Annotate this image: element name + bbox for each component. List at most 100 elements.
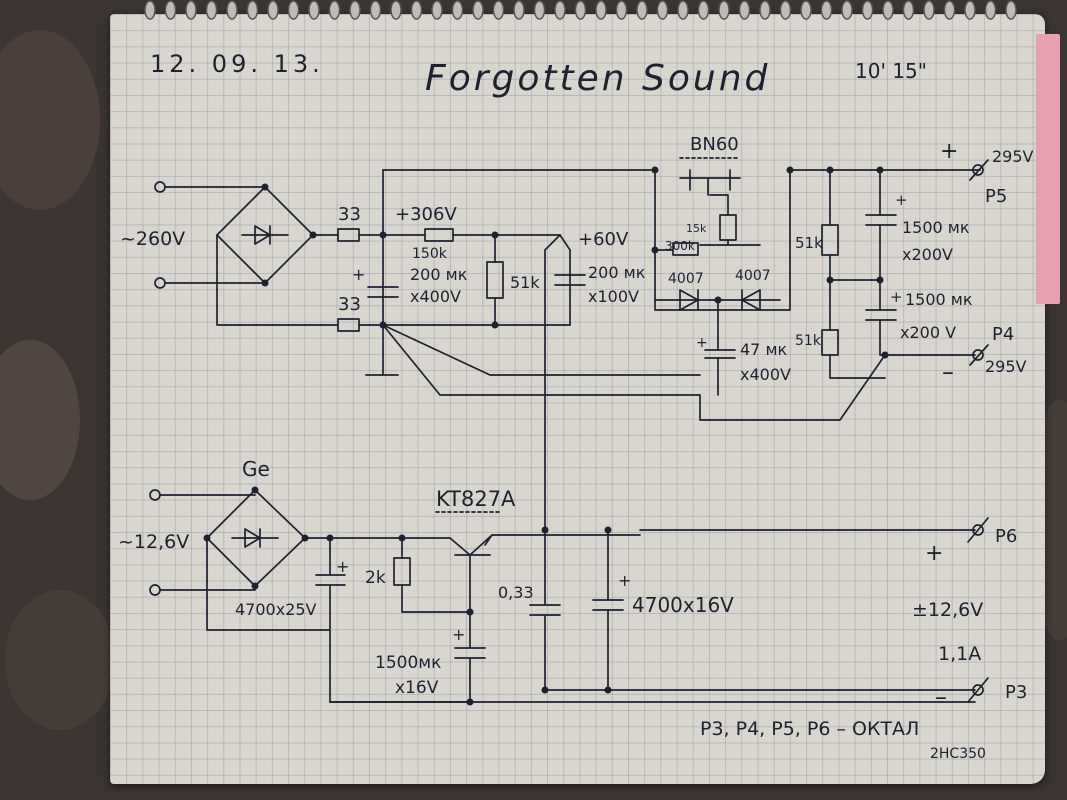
cap-47-voltage: x400V bbox=[740, 365, 791, 384]
cap-033-label: 0,33 bbox=[498, 583, 534, 602]
binding-ring bbox=[164, 0, 177, 20]
binding-ring bbox=[882, 0, 894, 20]
cap-1500-a-voltage: x200V bbox=[902, 245, 953, 264]
binding-ring bbox=[615, 0, 628, 20]
transistor-bn60-label: BN60 bbox=[690, 134, 739, 155]
binding-ring bbox=[287, 0, 300, 20]
lv-dots bbox=[203, 486, 612, 706]
binding-ring bbox=[964, 0, 976, 20]
binding-ring bbox=[431, 0, 443, 20]
binding-ring bbox=[1005, 0, 1017, 20]
resistor-51k-c-label: 51k bbox=[795, 333, 822, 349]
binding-ring bbox=[226, 0, 238, 20]
binding-ring bbox=[779, 0, 792, 20]
binding-ring bbox=[820, 0, 833, 20]
binding-ring bbox=[533, 0, 546, 20]
p6-plus-sign: + bbox=[925, 541, 943, 566]
binding-ring bbox=[595, 0, 607, 20]
p3-minus-sign: – bbox=[935, 683, 947, 711]
resistor-150k-label: 150k bbox=[412, 246, 448, 262]
lv-input-label: ~12,6V bbox=[118, 531, 189, 553]
plus-sign-cap-4700-16: + bbox=[618, 571, 631, 590]
diode-a-label: 4007 bbox=[668, 271, 704, 287]
plus-sign-cap-1500: + bbox=[452, 625, 465, 644]
resistor-33-bottom bbox=[337, 318, 360, 332]
binding-ring bbox=[328, 0, 341, 20]
binding-ring bbox=[738, 0, 751, 20]
plus-sign-cap-200-400: + bbox=[352, 265, 365, 284]
transistor-kt827a-label: KT827A bbox=[436, 487, 516, 511]
diode-b-label: 4007 bbox=[735, 268, 771, 284]
plus-sign-cap-1500-a: + bbox=[895, 191, 908, 209]
binding-ring bbox=[759, 0, 771, 20]
binding-ring bbox=[246, 0, 259, 20]
plus-sign-cap-4700-25: + bbox=[336, 557, 349, 576]
resistor-150k bbox=[424, 228, 454, 242]
binding-ring bbox=[574, 0, 587, 20]
binding-ring bbox=[492, 0, 505, 20]
binding-ring bbox=[144, 0, 156, 20]
title-text: Forgotten Sound bbox=[425, 58, 770, 99]
binding-ring bbox=[677, 0, 689, 20]
binding-ring bbox=[451, 0, 464, 20]
resistor-300k-label: 300k bbox=[665, 239, 695, 253]
binding-ring bbox=[800, 0, 812, 20]
cap-1500-voltage: x16V bbox=[395, 678, 439, 698]
cap-200-100-voltage: x100V bbox=[588, 287, 639, 306]
time-text: 10' 15" bbox=[855, 59, 927, 83]
hv-dots bbox=[261, 166, 889, 359]
bridge-ge-label: Ge bbox=[242, 457, 270, 481]
binding-ring bbox=[513, 0, 525, 20]
notebook-page bbox=[110, 14, 1045, 784]
binding-ring bbox=[861, 0, 874, 20]
binding-ring bbox=[390, 0, 402, 20]
resistor-15k-label: 15k bbox=[686, 222, 707, 235]
cap-200-100-value: 200 мк bbox=[588, 263, 646, 282]
hv-input-label: ~260V bbox=[120, 228, 185, 250]
binding-ring bbox=[554, 0, 566, 20]
lv-wires bbox=[149, 489, 989, 703]
cap-4700-16-label: 4700x16V bbox=[632, 593, 734, 617]
resistor-51k-a bbox=[486, 261, 504, 299]
resistor-33-bottom-label: 33 bbox=[338, 294, 361, 315]
binding-ring bbox=[349, 0, 361, 20]
plus-sign-cap-47: + bbox=[696, 335, 708, 351]
binding-ring bbox=[841, 0, 853, 20]
binding-ring bbox=[656, 0, 669, 20]
binding-ring bbox=[369, 0, 382, 20]
p5-voltage-label: 295V bbox=[992, 147, 1034, 166]
binding-ring bbox=[308, 0, 320, 20]
footnote-model-line: 2НС350 bbox=[930, 746, 986, 762]
resistor-51k-b-label: 51k bbox=[795, 234, 823, 252]
cap-1500-value: 1500мк bbox=[375, 653, 441, 673]
binding-ring bbox=[718, 0, 730, 20]
cap-4700-25-label: 4700x25V bbox=[235, 600, 317, 619]
cap-47-value: 47 мк bbox=[740, 340, 788, 359]
spiral-binding bbox=[144, 0, 1017, 20]
binding-ring bbox=[267, 0, 279, 20]
lv-output-voltage: ±12,6V bbox=[912, 599, 983, 621]
sticky-tab bbox=[1036, 34, 1060, 304]
p5-plus-sign: + bbox=[940, 139, 958, 164]
cap-200-400-voltage: x400V bbox=[410, 287, 461, 306]
rail-60-label: +60V bbox=[578, 229, 629, 250]
binding-ring bbox=[923, 0, 935, 20]
binding-ring bbox=[472, 0, 484, 20]
plus-sign-cap-1500-b: + bbox=[890, 288, 903, 306]
resistor-33-top bbox=[337, 228, 360, 242]
p4-name-label: P4 bbox=[992, 324, 1014, 345]
footnote-socket-line: P3, P4, P5, P6 – ОКТАЛ bbox=[700, 718, 919, 740]
binding-ring bbox=[943, 0, 956, 20]
binding-ring bbox=[205, 0, 218, 20]
binding-ring bbox=[410, 0, 423, 20]
rail-306-label: +306V bbox=[395, 204, 457, 225]
resistor-33-top-label: 33 bbox=[338, 204, 361, 225]
cap-200-400-value: 200 мк bbox=[410, 265, 468, 284]
binding-ring bbox=[902, 0, 915, 20]
p4-voltage-label: 295V bbox=[985, 357, 1027, 376]
resistor-2k-label: 2k bbox=[365, 568, 386, 588]
p6-name-label: P6 bbox=[995, 526, 1017, 547]
lv-output-current: 1,1A bbox=[938, 643, 981, 665]
cap-1500-b-voltage: x200 V bbox=[900, 323, 956, 342]
resistor-51k-a-label: 51k bbox=[510, 273, 540, 292]
